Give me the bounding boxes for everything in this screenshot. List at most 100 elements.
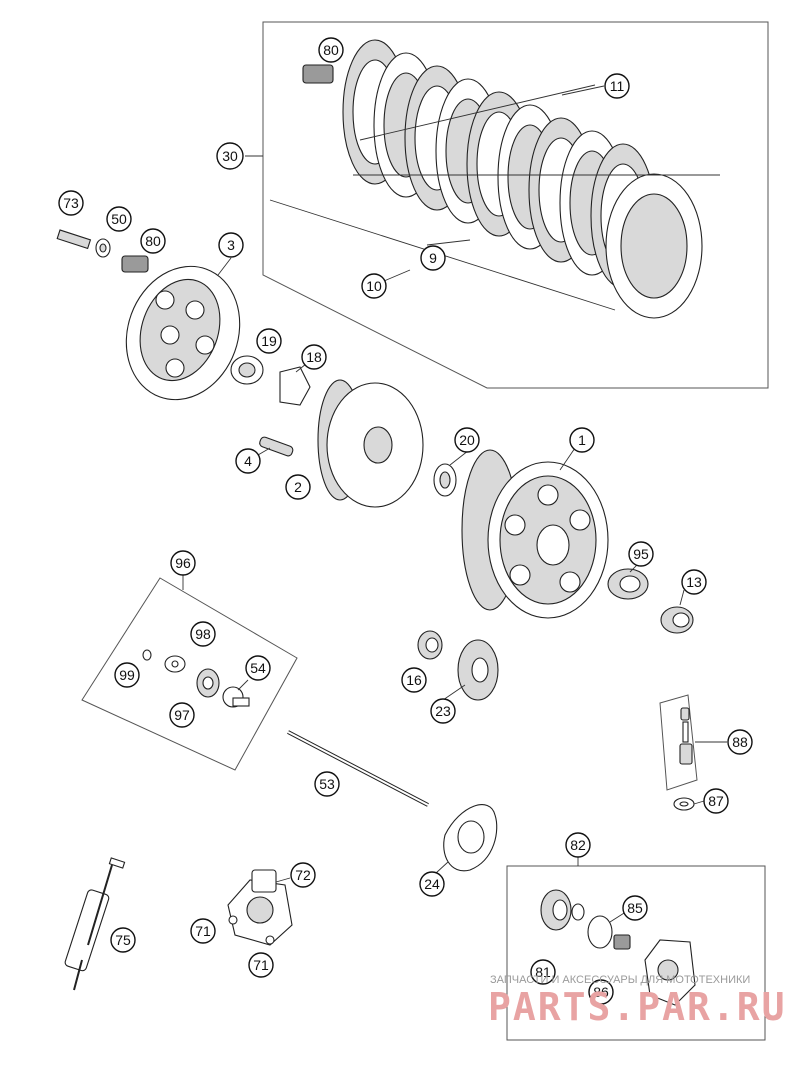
callout-19-label: 19 [261,333,277,349]
callout-80-top: 80 [318,37,344,63]
seal-ring [673,797,695,811]
callout-71-left: 71 [190,918,216,944]
callout-72-label: 72 [295,867,311,883]
callout-88: 88 [727,729,753,755]
callout-96-label: 96 [175,555,191,571]
callout-9: 9 [420,245,446,271]
callout-71-bottom: 71 [248,952,274,978]
callout-82-label: 82 [570,837,586,853]
clutch-disc-stack [342,39,703,319]
watermark: ЗАПЧАСТИ И АКСЕССУАРЫ ДЛЯ МОТОТЕХНИКИ PA… [488,974,787,1029]
callout-87: 87 [703,788,729,814]
gasket [443,804,498,872]
spring [613,934,631,950]
callout-85-label: 85 [627,900,643,916]
callout-96: 96 [170,550,196,576]
callout-98-label: 98 [195,626,211,642]
callout-4-label: 4 [244,453,252,469]
spacer [417,630,443,660]
callout-75: 75 [110,927,136,953]
callout-20-label: 20 [459,432,475,448]
callout-99-label: 99 [119,667,135,683]
callout-23-label: 23 [435,703,451,719]
needle-bearing [607,568,649,600]
callout-3: 3 [218,232,244,258]
callout-54: 54 [245,655,271,681]
callout-73-label: 73 [63,195,79,211]
thrust-washer [433,463,457,497]
callout-1-label: 1 [578,432,586,448]
callout-82: 82 [565,832,591,858]
callout-87-label: 87 [708,793,724,809]
slave-piston [540,889,585,931]
callout-86: 86 [588,979,614,1005]
washer [95,238,111,258]
callout-50: 50 [106,206,132,232]
clutch-disc-kit-frame [262,21,769,389]
o-ring [142,649,152,661]
bleeder-valve [679,707,693,765]
watermark-brand: PARTS.PAR.RU [488,985,787,1029]
callout-13-label: 13 [686,574,702,590]
callout-53: 53 [314,771,340,797]
washer [164,655,186,673]
push-rod [287,730,429,807]
callout-20: 20 [454,427,480,453]
callout-81: 81 [530,959,556,985]
callout-98: 98 [190,621,216,647]
lock-washer [279,366,311,406]
callout-80-left: 80 [140,228,166,254]
spring [121,255,149,273]
callout-97-label: 97 [174,707,190,723]
callout-99: 99 [114,662,140,688]
kit-88-frame [659,694,698,791]
callout-80-top-label: 80 [323,42,339,58]
callout-95: 95 [628,541,654,567]
clutch-disc [605,173,703,319]
outer-clutch-basket [461,449,609,619]
screw [56,229,92,250]
callout-9-label: 9 [429,250,437,266]
callout-3-label: 3 [227,237,235,253]
callout-30-label: 30 [222,148,238,164]
kit-96-frame [81,577,298,771]
callout-54-label: 54 [250,660,266,676]
callout-1: 1 [569,427,595,453]
callout-24-label: 24 [424,876,440,892]
callout-16-label: 16 [406,672,422,688]
callout-75-label: 75 [115,932,131,948]
bushing [660,606,694,634]
watermark-tagline: ЗАПЧАСТИ И АКСЕССУАРЫ ДЛЯ МОТОТЕХНИКИ [490,974,750,986]
callout-18: 18 [301,344,327,370]
clutch-pusher [222,686,250,708]
callout-16: 16 [401,667,427,693]
callout-23: 23 [430,698,456,724]
callout-2: 2 [285,474,311,500]
callout-53-label: 53 [319,776,335,792]
kit-82-frame [506,865,766,1041]
callout-10-label: 10 [366,278,382,294]
clutch-slave-cylinder [227,869,293,946]
spring [302,64,334,84]
callout-19: 19 [256,328,282,354]
callout-4: 4 [235,448,261,474]
pressure-cap [125,265,241,401]
callout-30: 30 [216,142,244,170]
callout-81-label: 81 [535,964,551,980]
bleeding-syringe [64,857,126,991]
callout-88-label: 88 [732,734,748,750]
shaft-seal [196,668,220,698]
callout-86-label: 86 [593,984,609,1000]
pressure-piece [230,355,264,385]
callout-73: 73 [58,190,84,216]
callout-85: 85 [622,895,648,921]
callout-80-left-label: 80 [145,233,161,249]
callout-13: 13 [681,569,707,595]
pin [259,436,294,457]
callout-71-left-label: 71 [195,923,211,939]
callout-18-label: 18 [306,349,322,365]
callout-11: 11 [604,73,630,99]
o-ring [587,915,613,949]
callout-10: 10 [361,273,387,299]
